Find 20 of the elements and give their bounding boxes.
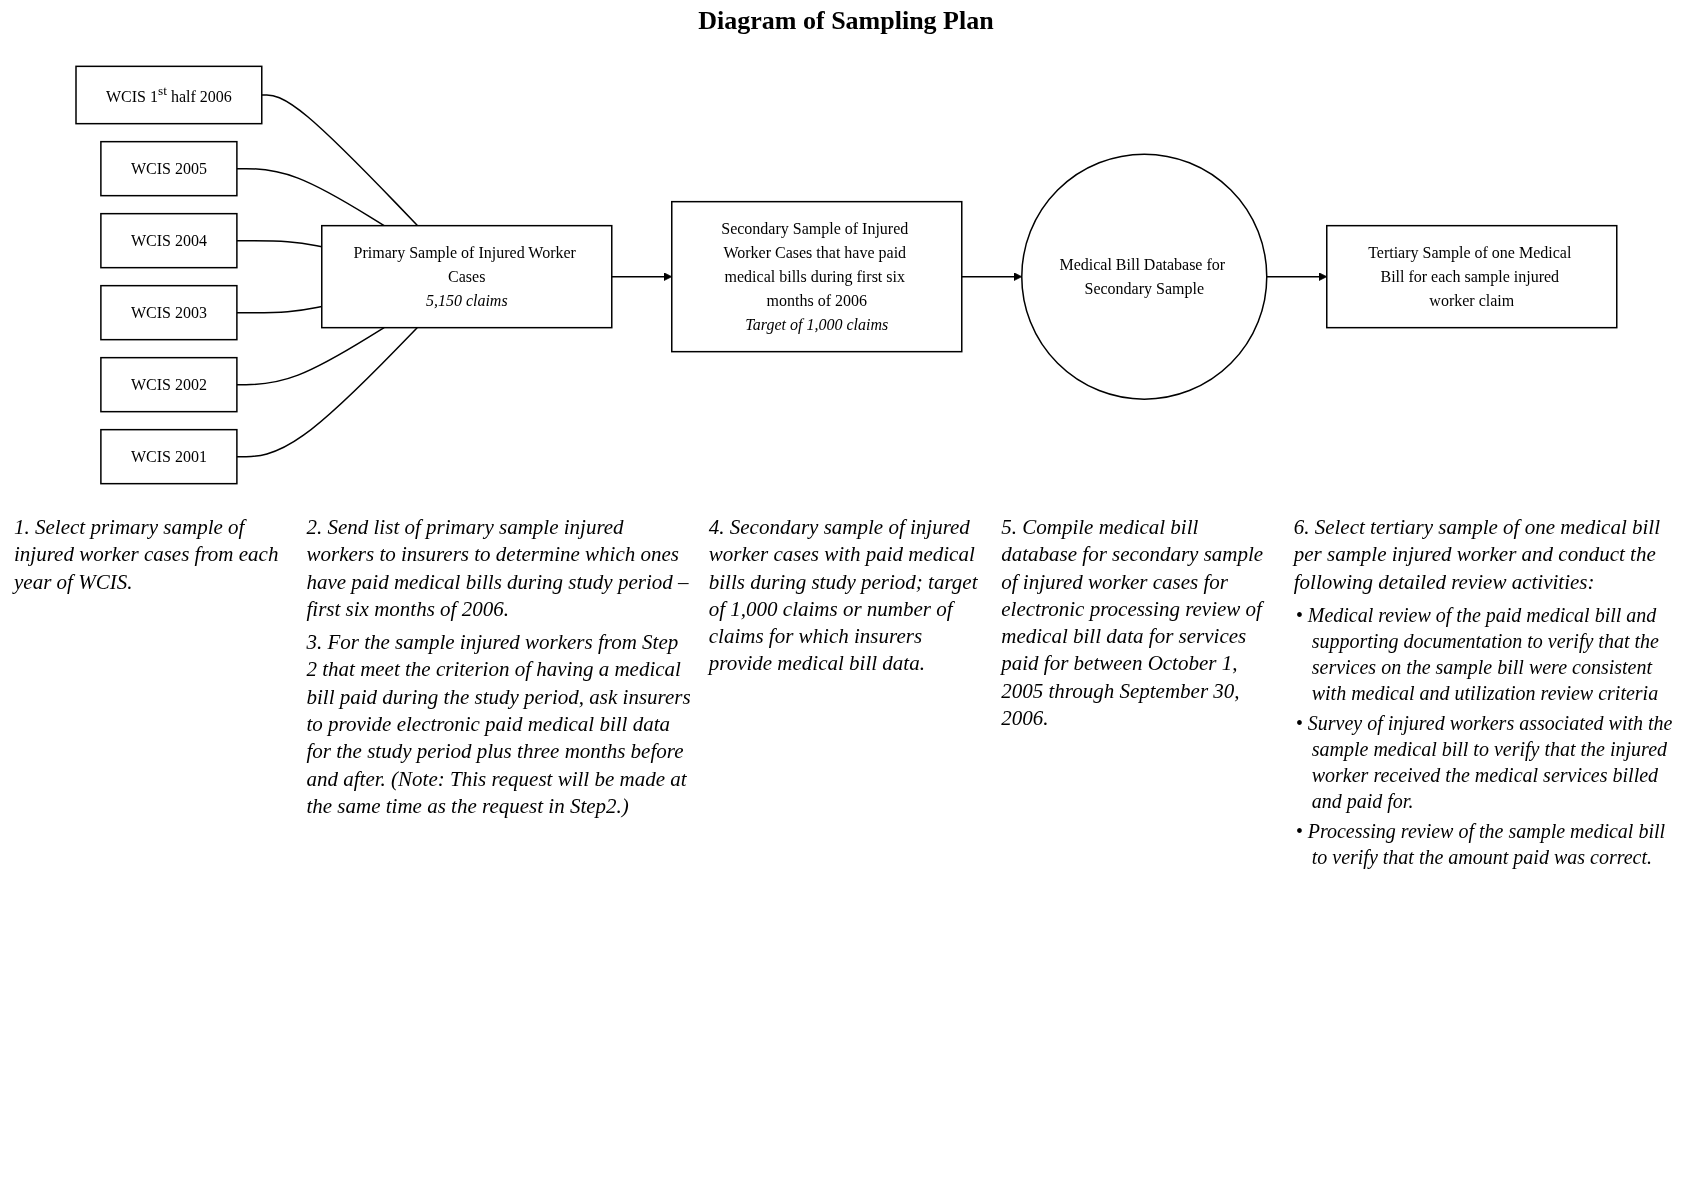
diagram-title: Diagram of Sampling Plan — [697, 6, 995, 36]
step-note: 5. Compile medical bill database for secondary sample of injured worker cases for electronic processing review of medical bill data for services paid for between October 1, 2005 through September 30, 2006. — [1001, 514, 1265, 733]
node-box: WCIS 2004 — [99, 212, 238, 269]
node-box: WCIS 2003 — [99, 284, 238, 341]
node-box: WCIS 2005 — [99, 140, 238, 197]
node-box: WCIS 2001 — [99, 428, 238, 485]
step-note: 2. Send list of primary sample injured workers to insurers to determine which ones have paid medical bills during study period – first six months of 2006. — [306, 514, 690, 623]
step-note: 6. Select tertiary sample of one medical bill per sample injured worker and conduct the following detailed review activities: — [1293, 514, 1661, 596]
node-box: Secondary Sample of Injured Worker Cases that have paid medical bills during first six months of 2006 Target of 1,000 claims — [670, 200, 963, 353]
node-box: WCIS 2002 — [99, 356, 238, 413]
bullet-note: • Medical review of the paid medical bill and supporting documentation to verify that the services on the sample bill were consistent with medical and utilization review criteria — [1294, 602, 1660, 706]
node-box: Primary Sample of Injured Worker Cases 5,150 claims — [320, 224, 613, 329]
step-note: 1. Select primary sample of injured worker cases from each year of WCIS. — [14, 514, 280, 596]
node-circle: Medical Bill Database for Secondary Sample — [1020, 153, 1268, 400]
step-note: 3. For the sample injured workers from Step 2 that meet the criterion of having a medical bill paid during the study period, ask insurers to provide electronic paid medical bill data for the study period plus three months before and after. (Note: This request will be made at the same time as the request in Step2.) — [306, 629, 691, 820]
node-box: Tertiary Sample of one Medical Bill for each sample injured worker claim — [1325, 224, 1618, 329]
bullet-note: • Processing review of the sample medical bill to verify that the amount paid was correct. — [1294, 818, 1667, 870]
bullet-note: • Survey of injured workers associated with the sample medical bill to verify that the injured worker received the medical services billed and paid for. — [1294, 710, 1674, 814]
node-box: WCIS 1$^{st}$ half 2006 — [74, 65, 263, 125]
step-note: 4. Secondary sample of injured worker cases with paid medical bills during study period; target of 1,000 claims or number of claims for which insurers provide medical bill data. — [708, 514, 979, 678]
